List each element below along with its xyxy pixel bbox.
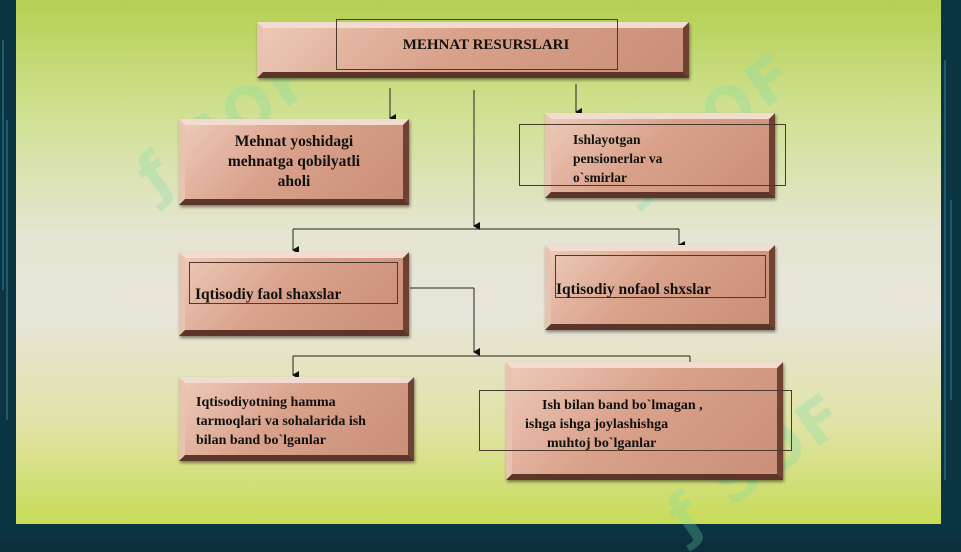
pensioners-line-3: o`smirlar [573, 170, 627, 185]
employed-line-2: tarmoqlari va sohalarida ish [196, 414, 366, 429]
unemployed-line-1: Ish bilan band bo`lmagan , [542, 398, 703, 413]
inactive-persons-label: Iqtisodiy nofaol shxslar [556, 281, 712, 298]
connector-lines [292, 84, 696, 386]
pensioners-line-2: pensionerlar va [573, 151, 663, 166]
root-box-inner [336, 19, 618, 70]
pensioners-box [545, 113, 775, 198]
circuit-decoration [950, 200, 952, 400]
working-age-label: Mehnat yoshidagi mehnatga qobilyatli aho… [188, 132, 400, 192]
employed-label: Iqtisodiyotning hamma tarmoqlari va soha… [196, 393, 411, 450]
working-age-line-2: mehnatga qobilyatli [227, 153, 361, 170]
employed-line-3: bilan band bo`lganlar [196, 433, 326, 448]
working-age-line-1: Mehnat yoshidagi [234, 133, 354, 150]
active-persons-label: Iqtisodiy faol shaxslar [195, 286, 342, 303]
working-age-box [179, 119, 409, 205]
unemployed-box-inner [479, 390, 792, 451]
circuit-decoration [2, 40, 4, 290]
slide-canvas: ƒ SOF ƒ SOF ƒ SOF [16, 0, 941, 552]
active-persons-box [179, 252, 409, 336]
employed-line-1: Iqtisodiyotning hamma [196, 395, 336, 410]
root-label: MEHNAT RESURSLARI [402, 37, 570, 53]
circuit-decoration [6, 120, 8, 420]
pensioners-box-inner [519, 124, 786, 186]
unemployed-line-3: muhtoj bo`lganlar [547, 436, 657, 451]
active-persons-box-inner [189, 262, 398, 304]
pensioners-line-1: Ishlayotgan [573, 132, 641, 147]
employed-box [179, 377, 414, 461]
inactive-persons-box [545, 245, 775, 330]
unemployed-box [506, 362, 783, 480]
pensioners-label: Ishlayotgan pensionerlar va o`smirlar [573, 130, 773, 187]
circuit-decoration [944, 60, 946, 480]
inactive-persons-box-inner [555, 255, 766, 298]
working-age-line-3: aholi [277, 173, 311, 190]
unemployed-line-2: ishga ishga joylashishga [525, 417, 669, 432]
unemployed-label: Ish bilan band bo`lmagan , ishga ishga j… [525, 396, 785, 453]
